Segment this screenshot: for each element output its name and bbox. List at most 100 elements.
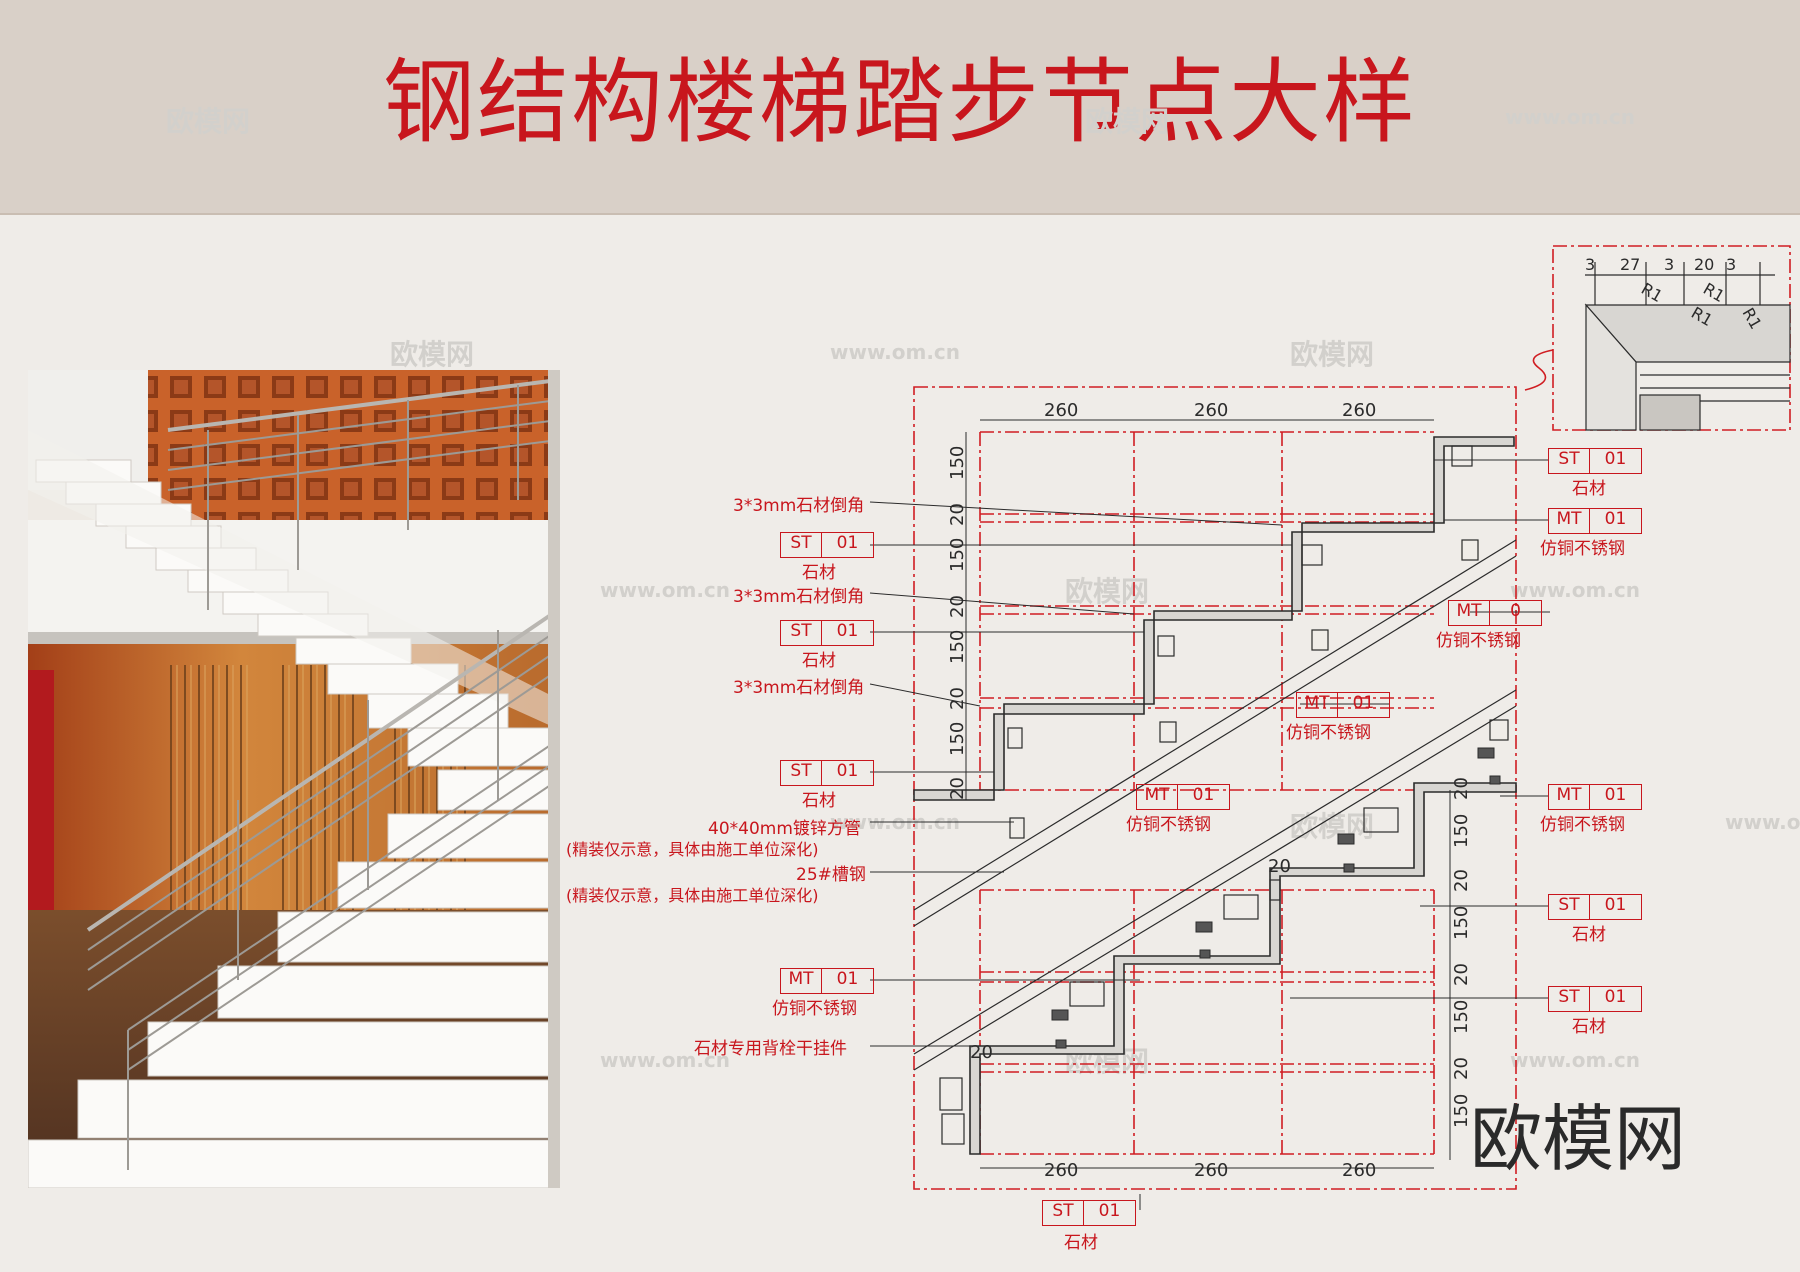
header-band: 钢结构楼梯踏步节点大样 欧模网 欧模网 www.om.cn	[0, 0, 1800, 215]
dim-left: 150	[947, 630, 968, 664]
watermark-url: www.om.cn	[1510, 578, 1641, 602]
tag-mt-0: MT 0	[1448, 600, 1542, 626]
detail-dim: 3	[1585, 255, 1595, 274]
tag-num: 0	[1510, 601, 1521, 621]
dim-left: 150	[947, 538, 968, 572]
tag-st-01: ST 01	[1548, 986, 1642, 1012]
dim-left: 20	[947, 503, 968, 526]
upper-stair-profile	[913, 436, 1515, 801]
note-chamfer: 3*3mm石材倒角	[733, 587, 865, 607]
watermark-url: www.om.cn	[830, 340, 961, 364]
detail-dim: 20	[1694, 255, 1714, 274]
detail-radius: R1	[1638, 279, 1666, 306]
tag-st-01: ST 01	[780, 760, 874, 786]
detail-dim: 3	[1664, 255, 1674, 274]
dim-bottom: 260	[1044, 1160, 1078, 1181]
chamfer-detail	[1584, 262, 1791, 431]
dim-right: 20	[1451, 963, 1472, 986]
tag-mt-01: MT 01	[1136, 784, 1230, 810]
tag-mt-01: MT 01	[1548, 784, 1642, 810]
tag-name: 石材	[802, 791, 836, 811]
note-channel-remark: (精装仅示意，具体由施工单位深化)	[566, 886, 819, 905]
tag-st-01: ST 01	[780, 620, 874, 646]
note-channel: 25#槽钢	[796, 865, 866, 885]
tag-mt-01: MT 01	[1548, 508, 1642, 534]
tag-num: 01	[1604, 509, 1627, 529]
dim-left: 150	[947, 446, 968, 480]
note-anchor: 石材专用背栓干挂件	[694, 1039, 847, 1059]
tag-code: ST	[1043, 1201, 1084, 1225]
detail-radius: R1	[1700, 279, 1728, 306]
brand-watermark: 欧模网	[1470, 1097, 1687, 1181]
tag-mt-01: MT 01	[1296, 692, 1390, 718]
tag-num: 01	[836, 761, 859, 781]
dim-top: 260	[1194, 400, 1228, 421]
tag-num: 01	[1604, 895, 1627, 915]
watermark-brand: 欧模网	[166, 105, 251, 138]
watermark-brand: 欧模网	[390, 338, 475, 371]
tag-code: MT	[1449, 601, 1490, 625]
tag-name: 石材	[802, 563, 836, 583]
watermark-brand: 欧模网	[1065, 575, 1150, 608]
dim-step: 20	[1268, 856, 1291, 877]
dim-right: 20	[1451, 869, 1472, 892]
tag-num: 01	[1604, 449, 1627, 469]
tag-name: 仿铜不锈钢	[1540, 815, 1625, 835]
watermark-brand: 欧模网	[1290, 338, 1375, 371]
tag-code: MT	[1137, 785, 1178, 809]
watermark-url: www.om.cn	[1505, 105, 1636, 129]
tag-code: ST	[1549, 987, 1590, 1011]
tag-name: 石材	[1572, 925, 1606, 945]
tag-num: 01	[1192, 785, 1215, 805]
staircase-photo	[28, 370, 560, 1188]
dim-left: 150	[947, 722, 968, 756]
tag-mt-01: MT 01	[780, 968, 874, 994]
tag-num: 01	[836, 621, 859, 641]
watermark-url: www.om.cn	[600, 1048, 731, 1072]
tag-code: ST	[781, 621, 822, 645]
reference-photo	[28, 370, 560, 1188]
dim-bottom: 260	[1342, 1160, 1376, 1181]
note-chamfer: 3*3mm石材倒角	[733, 496, 865, 516]
tag-code: ST	[781, 533, 822, 557]
tag-num: 01	[1604, 987, 1627, 1007]
tag-num: 01	[1098, 1201, 1121, 1221]
tag-code: MT	[1549, 509, 1590, 533]
dim-right: 150	[1451, 1000, 1472, 1034]
dim-left: 20	[947, 687, 968, 710]
tag-name: 仿铜不锈钢	[1286, 723, 1371, 743]
tag-name: 仿铜不锈钢	[1540, 539, 1625, 559]
dim-right: 20	[1451, 1057, 1472, 1080]
tag-num: 01	[836, 969, 859, 989]
detail-dim: 27	[1620, 255, 1640, 274]
dim-top: 260	[1044, 400, 1078, 421]
tag-name: 石材	[1572, 1017, 1606, 1037]
anchor-brackets	[1051, 747, 1501, 1049]
note-pipe: 40*40mm镀锌方管	[708, 819, 861, 839]
dim-right: 150	[1451, 814, 1472, 848]
lower-stair-profile	[969, 782, 1517, 1155]
tag-st-01: ST 01	[780, 532, 874, 558]
tag-num: 01	[1604, 785, 1627, 805]
dim-right: 150	[1451, 906, 1472, 940]
detail-dim: 3	[1726, 255, 1736, 274]
tag-code: MT	[781, 969, 822, 993]
tag-st-01: ST 01	[1548, 448, 1642, 474]
note-chamfer: 3*3mm石材倒角	[733, 678, 865, 698]
tag-name: 石材	[1064, 1233, 1098, 1253]
tag-name: 仿铜不锈钢	[1436, 631, 1521, 651]
dim-top: 260	[1342, 400, 1376, 421]
dim-left: 20	[947, 777, 968, 800]
tag-st-01: ST 01	[1548, 894, 1642, 920]
tag-name: 仿铜不锈钢	[772, 999, 857, 1019]
watermark-url: www.om.cn	[600, 578, 731, 602]
dim-step: 20	[970, 1042, 993, 1063]
tag-num: 01	[1352, 693, 1375, 713]
watermark-brand: 欧模网	[1290, 810, 1375, 843]
tag-code: MT	[1297, 693, 1338, 717]
dim-left: 20	[947, 595, 968, 618]
tag-name: 石材	[802, 651, 836, 671]
tag-num: 01	[836, 533, 859, 553]
tag-st-01: ST 01	[1042, 1200, 1136, 1226]
